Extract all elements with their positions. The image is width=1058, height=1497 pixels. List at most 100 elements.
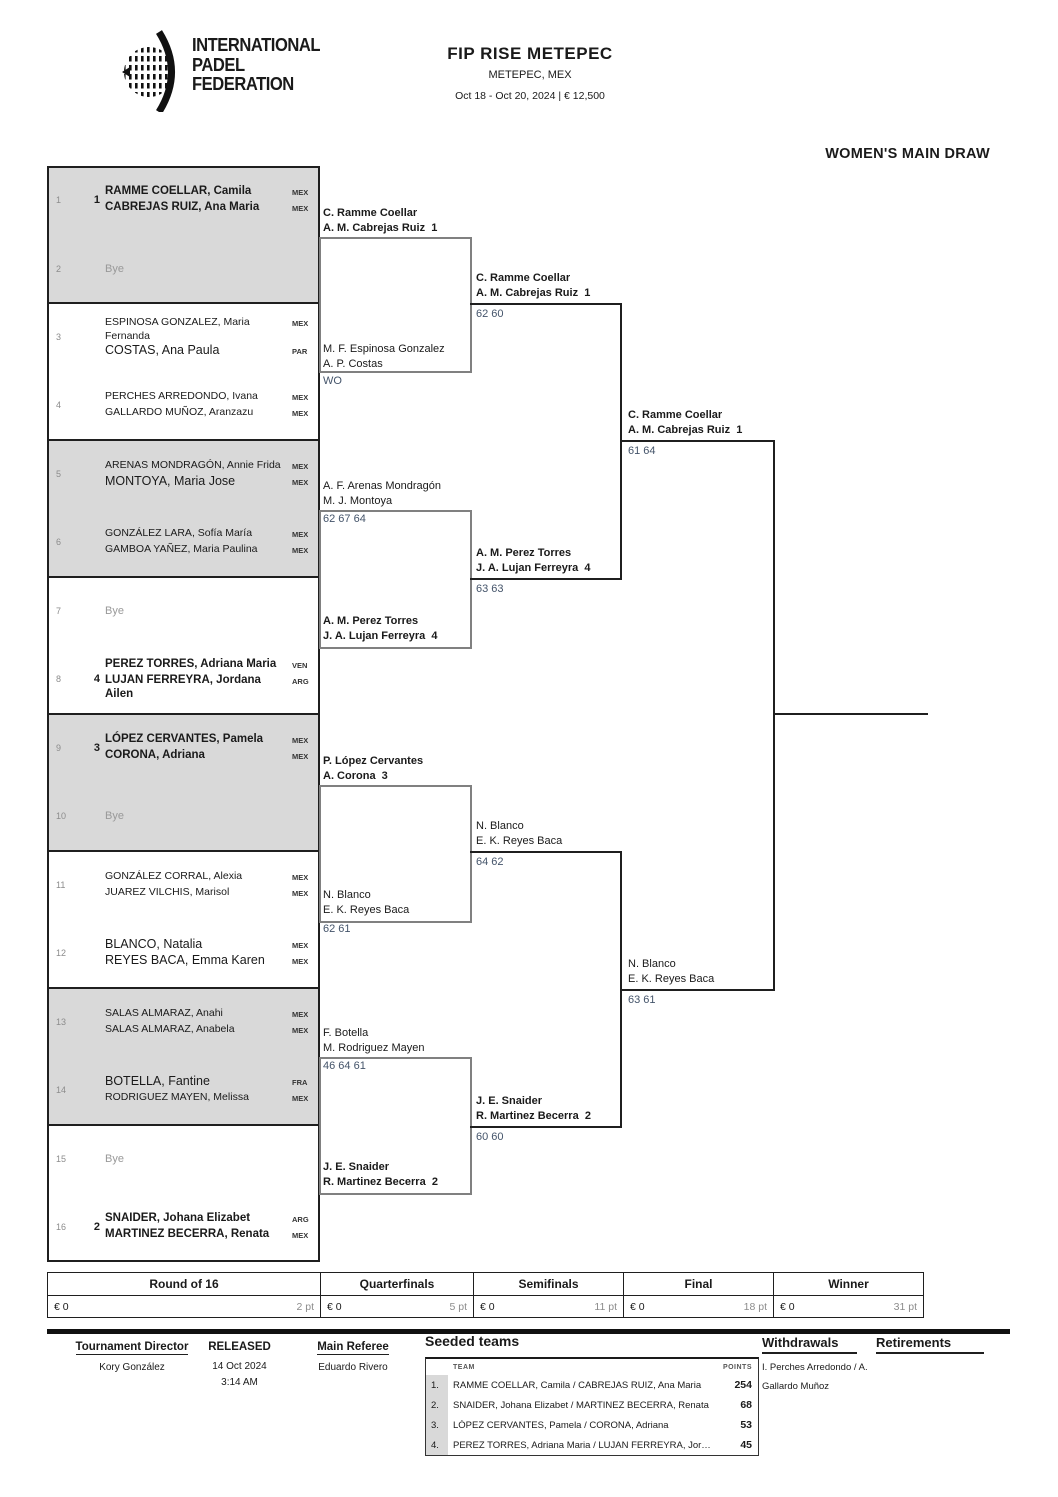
event-location: METEPEC, MEX xyxy=(488,69,572,81)
country-code: MEX xyxy=(292,1010,309,1019)
seeded-teams-header-row: TEAM POINTS xyxy=(426,1359,758,1375)
player-name: CORONA, Adriana xyxy=(105,749,205,761)
player-name: BLANCO, Natalia xyxy=(105,937,203,951)
released-block: RELEASED 14 Oct 2024 3:14 AM xyxy=(192,1337,287,1391)
country-code: ARG xyxy=(292,677,309,686)
draw-position: 7 xyxy=(56,606,62,616)
seeded-team-row: 2. SNAIDER, Johana Elizabet / MARTINEZ B… xyxy=(426,1395,758,1415)
country-code: MEX xyxy=(292,1026,309,1035)
draw-position: 3 xyxy=(56,332,62,342)
round-header: Round of 16 xyxy=(48,1273,320,1296)
sf2-top-line xyxy=(470,851,622,853)
player-name: LÓPEZ CERVANTES, Pamela xyxy=(105,733,264,745)
player-name: SALAS ALMARAZ, Anahi xyxy=(105,1007,223,1019)
sf2-bottom-score: 60 60 xyxy=(476,1131,504,1143)
pair-divider xyxy=(47,1124,320,1126)
player-name: GAMBOA YAÑEZ, Maria Paulina xyxy=(105,543,258,555)
country-code: MEX xyxy=(292,873,309,882)
country-code: MEX xyxy=(292,530,309,539)
qf-match-box-1 xyxy=(319,237,472,373)
bye-label: Bye xyxy=(105,1153,124,1165)
draw-position: 11 xyxy=(56,880,66,890)
pair-block-shading xyxy=(49,715,318,850)
draw-position: 8 xyxy=(56,674,62,684)
draw-position: 9 xyxy=(56,743,62,753)
country-code: MEX xyxy=(292,736,309,745)
player-name: MONTOYA, Maria Jose xyxy=(105,474,236,488)
country-code: FRA xyxy=(292,1078,308,1087)
seed-number: 3 xyxy=(93,742,100,754)
team-column-header: TEAM xyxy=(453,1363,475,1371)
pair-block-shading xyxy=(49,441,318,576)
player-name: COSTAS, Ana Paula xyxy=(105,343,220,357)
seed-points: 53 xyxy=(740,1419,752,1431)
player-name: GONZÁLEZ CORRAL, Alexia xyxy=(105,870,243,882)
released-date: 14 Oct 2024 xyxy=(212,1361,267,1372)
draw-position: 2 xyxy=(56,264,62,274)
pair-divider xyxy=(47,302,320,304)
seeded-teams-table: TEAM POINTS 1. RAMME COELLAR, Camila / C… xyxy=(425,1357,759,1456)
r16-entry-2-bye: 2 Bye xyxy=(47,235,320,303)
seed-rank: 1. xyxy=(426,1375,448,1395)
player-name: JUAREZ VILCHIS, Marisol xyxy=(105,886,230,898)
draw-position: 13 xyxy=(56,1017,67,1027)
round-header: Quarterfinals xyxy=(320,1273,473,1296)
player-name: CABREJAS RUIZ, Ana Maria xyxy=(105,201,260,213)
country-code: MEX xyxy=(292,752,309,761)
pair-block-shading xyxy=(49,989,318,1124)
qf3-score: 62 61 xyxy=(323,923,351,935)
final-bottom-score: 63 61 xyxy=(628,994,656,1006)
round-header: Semifinals xyxy=(473,1273,623,1296)
retirements-heading: Retirements xyxy=(876,1335,984,1354)
player-name: PERCHES ARREDONDO, Ivana xyxy=(105,390,258,402)
bye-label: Bye xyxy=(105,810,124,822)
seed-rank: 3. xyxy=(426,1415,448,1435)
event-title: FIP RISE METEPEC xyxy=(447,44,613,63)
r16-entry-12: 12 BLANCO, Natalia MEX REYES BACA, Emma K… xyxy=(47,919,320,987)
seeded-team-row: 4. PEREZ TORRES, Adriana Maria / LUJAN F… xyxy=(426,1435,758,1455)
country-code: PAR xyxy=(292,347,308,356)
draw-position: 12 xyxy=(56,948,67,958)
rounds-prize-table: Round of 16 Quarterfinals Semifinals Fin… xyxy=(47,1272,924,1318)
country-code: MEX xyxy=(292,462,309,471)
withdrawals-heading: Withdrawals xyxy=(762,1335,857,1354)
player-name: REYES BACA, Emma Karen xyxy=(105,953,265,967)
country-code: MEX xyxy=(292,941,309,950)
withdrawals-block: Withdrawals I. Perches Arredondo / A. Ga… xyxy=(762,1334,882,1396)
round-header: Final xyxy=(623,1273,773,1296)
country-code: ARG xyxy=(292,1215,309,1224)
seeded-team-row: 1. RAMME COELLAR, Camila / CABREJAS RUIZ… xyxy=(426,1375,758,1395)
qf1-score: WO xyxy=(323,375,342,387)
event-dates-prize: Oct 18 - Oct 20, 2024 | € 12,500 xyxy=(455,90,605,102)
country-code: MEX xyxy=(292,204,309,213)
pair-divider xyxy=(47,439,320,441)
player-name: RAMME COELLAR, Camila xyxy=(105,185,252,197)
country-code: MEX xyxy=(292,889,309,898)
player-name: SNAIDER, Johana Elizabet xyxy=(105,1212,251,1224)
player-name: SALAS ALMARAZ, Anabela xyxy=(105,1023,235,1035)
seed-points: 45 xyxy=(740,1439,752,1451)
sf1-top-line xyxy=(470,303,622,305)
bye-label: Bye xyxy=(105,605,124,617)
